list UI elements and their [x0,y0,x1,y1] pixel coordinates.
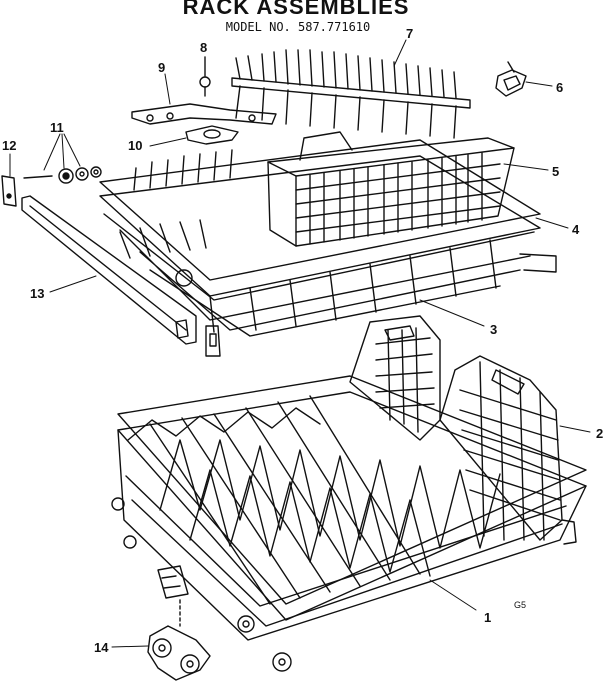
drawing-code: G5 [514,600,526,610]
callout-2: 2 [596,426,603,441]
callout-9: 9 [158,60,165,75]
leader-lines [9,39,591,648]
callout-14: 14 [94,640,109,655]
bracket-part-9 [131,103,277,125]
silverware-basket-part-5 [267,131,515,247]
callout-12: 12 [2,138,16,153]
callout-3: 3 [490,322,497,337]
lower-rack-panel-part-2 [349,315,563,541]
callout-4: 4 [572,222,580,237]
callout-6: 6 [556,80,563,95]
callout-labels: 1 2 3 4 5 6 7 8 9 10 11 12 13 14 G5 [2,26,603,655]
rail-part-13 [21,195,221,357]
screw-part-8 [199,56,211,97]
upper-rack-part-3-4 [99,139,557,337]
callout-10: 10 [128,138,142,153]
callout-13: 13 [30,286,44,301]
roller-hardware-part-11 [23,166,102,184]
callout-11: 11 [50,120,64,135]
end-cap-part-12 [1,175,17,207]
callout-5: 5 [552,164,559,179]
model-number: MODEL NO. 587.771610 [225,20,371,34]
callout-7: 7 [406,26,413,41]
clip-plate-part-10 [185,125,239,145]
callout-8: 8 [200,40,207,55]
wheel-assembly-part-14 [147,565,211,681]
callout-1: 1 [484,610,491,625]
diagram-title: RACK ASSEMBLIES [182,0,410,19]
rack-clip-part-6 [495,61,527,97]
lower-rack-part-1 [111,375,587,672]
tine-row-part-7 [231,49,471,139]
